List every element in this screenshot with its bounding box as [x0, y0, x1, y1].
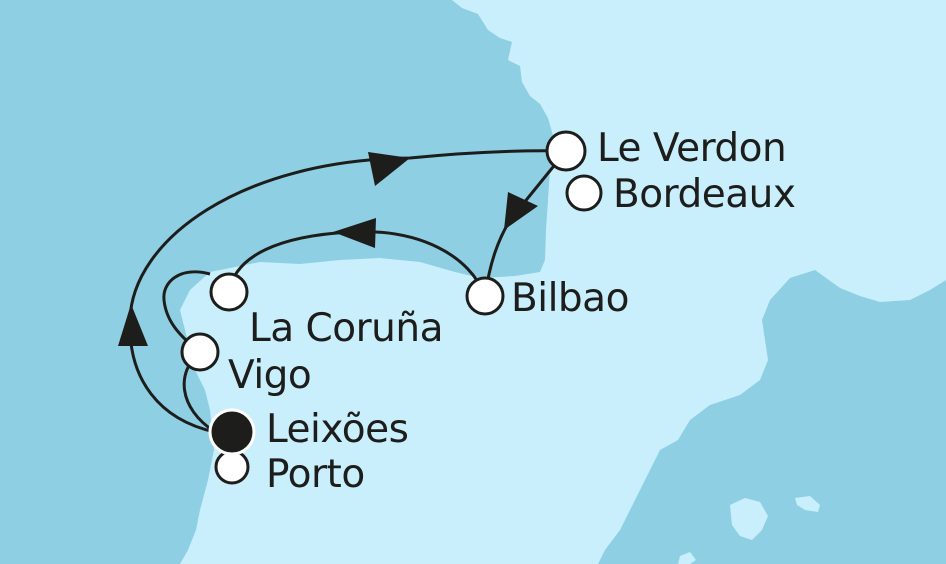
arrow-southwest-icon [504, 192, 538, 230]
port-marker-la-coruna[interactable] [209, 272, 249, 312]
port-label-leixoes: Leixões [266, 407, 409, 452]
port-label-bilbao: Bilbao [511, 276, 629, 321]
port-label-bordeaux: Bordeaux [613, 172, 796, 217]
mediterranean-sea [598, 270, 946, 564]
port-marker-porto[interactable] [214, 449, 250, 485]
port-label-le-verdon: Le Verdon [597, 126, 787, 171]
port-marker-bilbao[interactable] [465, 276, 505, 316]
route-arrows [118, 152, 538, 346]
arrow-west-icon [333, 218, 376, 248]
arrow-north-icon [118, 304, 148, 346]
port-label-la-coruna: La Coruña [249, 306, 444, 351]
island-ibiza [678, 552, 696, 564]
atlantic-sea [0, 0, 556, 564]
arrow-east-icon [368, 152, 410, 186]
route-lacoruna-to-vigo [162, 270, 211, 354]
island-mallorca [730, 498, 768, 540]
port-label-porto: Porto [266, 452, 365, 497]
port-marker-bordeaux[interactable] [565, 174, 603, 212]
port-markers [180, 130, 603, 485]
island-menorca [795, 496, 820, 512]
port-marker-vigo[interactable] [180, 332, 220, 372]
port-marker-le-verdon[interactable] [545, 130, 587, 172]
port-marker-leixoes-start[interactable] [208, 408, 256, 456]
port-label-vigo: Vigo [228, 353, 312, 398]
route-leixoes-to-leverdon [128, 149, 567, 434]
